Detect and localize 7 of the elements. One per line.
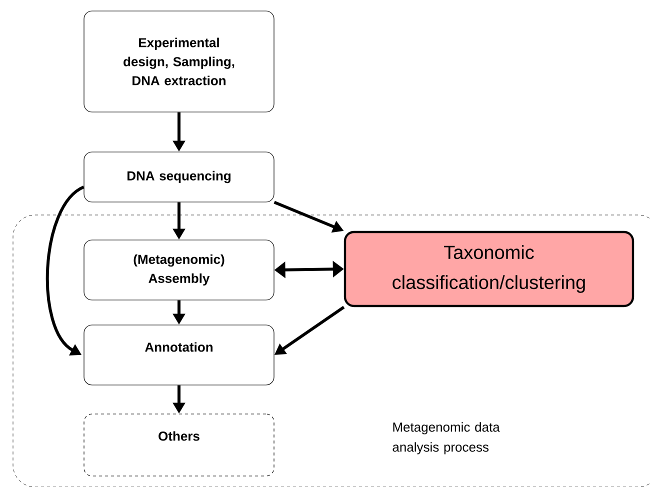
process-box: DNA sequencing xyxy=(84,152,274,202)
process-box: Annotation xyxy=(84,324,274,386)
process-box: (Metagenomic) Assembly xyxy=(84,240,274,300)
dashed-box: Others xyxy=(84,414,274,476)
highlighted-box: Taxonomic classification/clustering xyxy=(344,230,634,308)
process-box: Experimental design, Sampling, DNA extraction xyxy=(84,10,274,112)
arrow xyxy=(46,186,85,356)
